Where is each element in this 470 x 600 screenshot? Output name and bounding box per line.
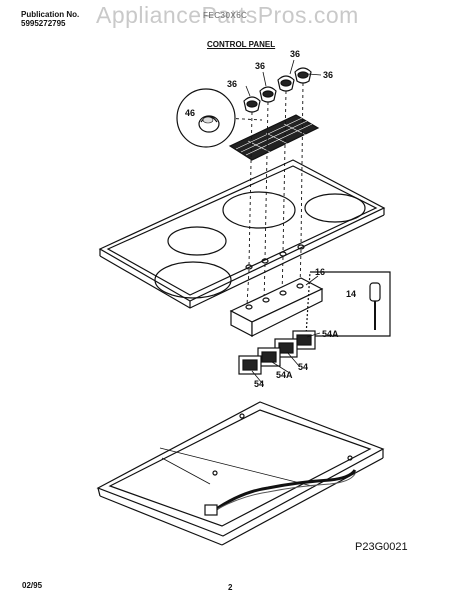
callout-switch-54-lower: 54: [254, 379, 264, 389]
section-title: CONTROL PANEL: [207, 40, 276, 49]
page-number: 2: [228, 583, 233, 592]
cooktop-top: [98, 159, 386, 309]
knob-2: [259, 86, 277, 103]
bottom-pan: [96, 401, 385, 546]
callout-knob-4: 36: [323, 70, 333, 80]
control-panel-mesh: [228, 114, 320, 161]
callout-wire-harness: 14: [346, 289, 356, 299]
knob-shaft-lines: [223, 82, 304, 306]
callout-leaders: [245, 59, 322, 384]
callout-knob-1: 36: [227, 79, 237, 89]
publication-label: Publication No.: [21, 10, 80, 19]
publication-number: 5995272795: [21, 19, 66, 28]
callout-switch-54a-lower: 54A: [276, 370, 293, 380]
wire-harness-inset: [305, 271, 391, 337]
date-code: 02/95: [22, 581, 43, 590]
knob-3: [277, 75, 295, 92]
burner-back-left: [167, 226, 227, 256]
callout-switch-54-upper: 54: [298, 362, 308, 372]
burner-large-back: [222, 191, 296, 229]
callout-control-bracket: 16: [315, 267, 325, 277]
burner-front-left: [154, 261, 232, 299]
burner-back-right: [304, 193, 366, 223]
callout-switch-54a-top: 54A: [322, 329, 339, 339]
switch-54-lower: [238, 355, 262, 375]
control-bracket: [229, 277, 324, 337]
watermark: AppliancePartsPros.com: [96, 2, 359, 28]
indicator-light: [176, 88, 236, 148]
model-number: FEC30X6C: [203, 11, 248, 20]
diagram-code: P23G0021: [355, 541, 408, 553]
callout-knob-2: 36: [255, 61, 265, 71]
switch-54a-lower: [257, 347, 281, 367]
callout-indicator-light: 46: [185, 108, 195, 118]
knob-4: [294, 67, 312, 84]
knob-1: [243, 96, 261, 113]
callout-knob-3: 36: [290, 49, 300, 59]
